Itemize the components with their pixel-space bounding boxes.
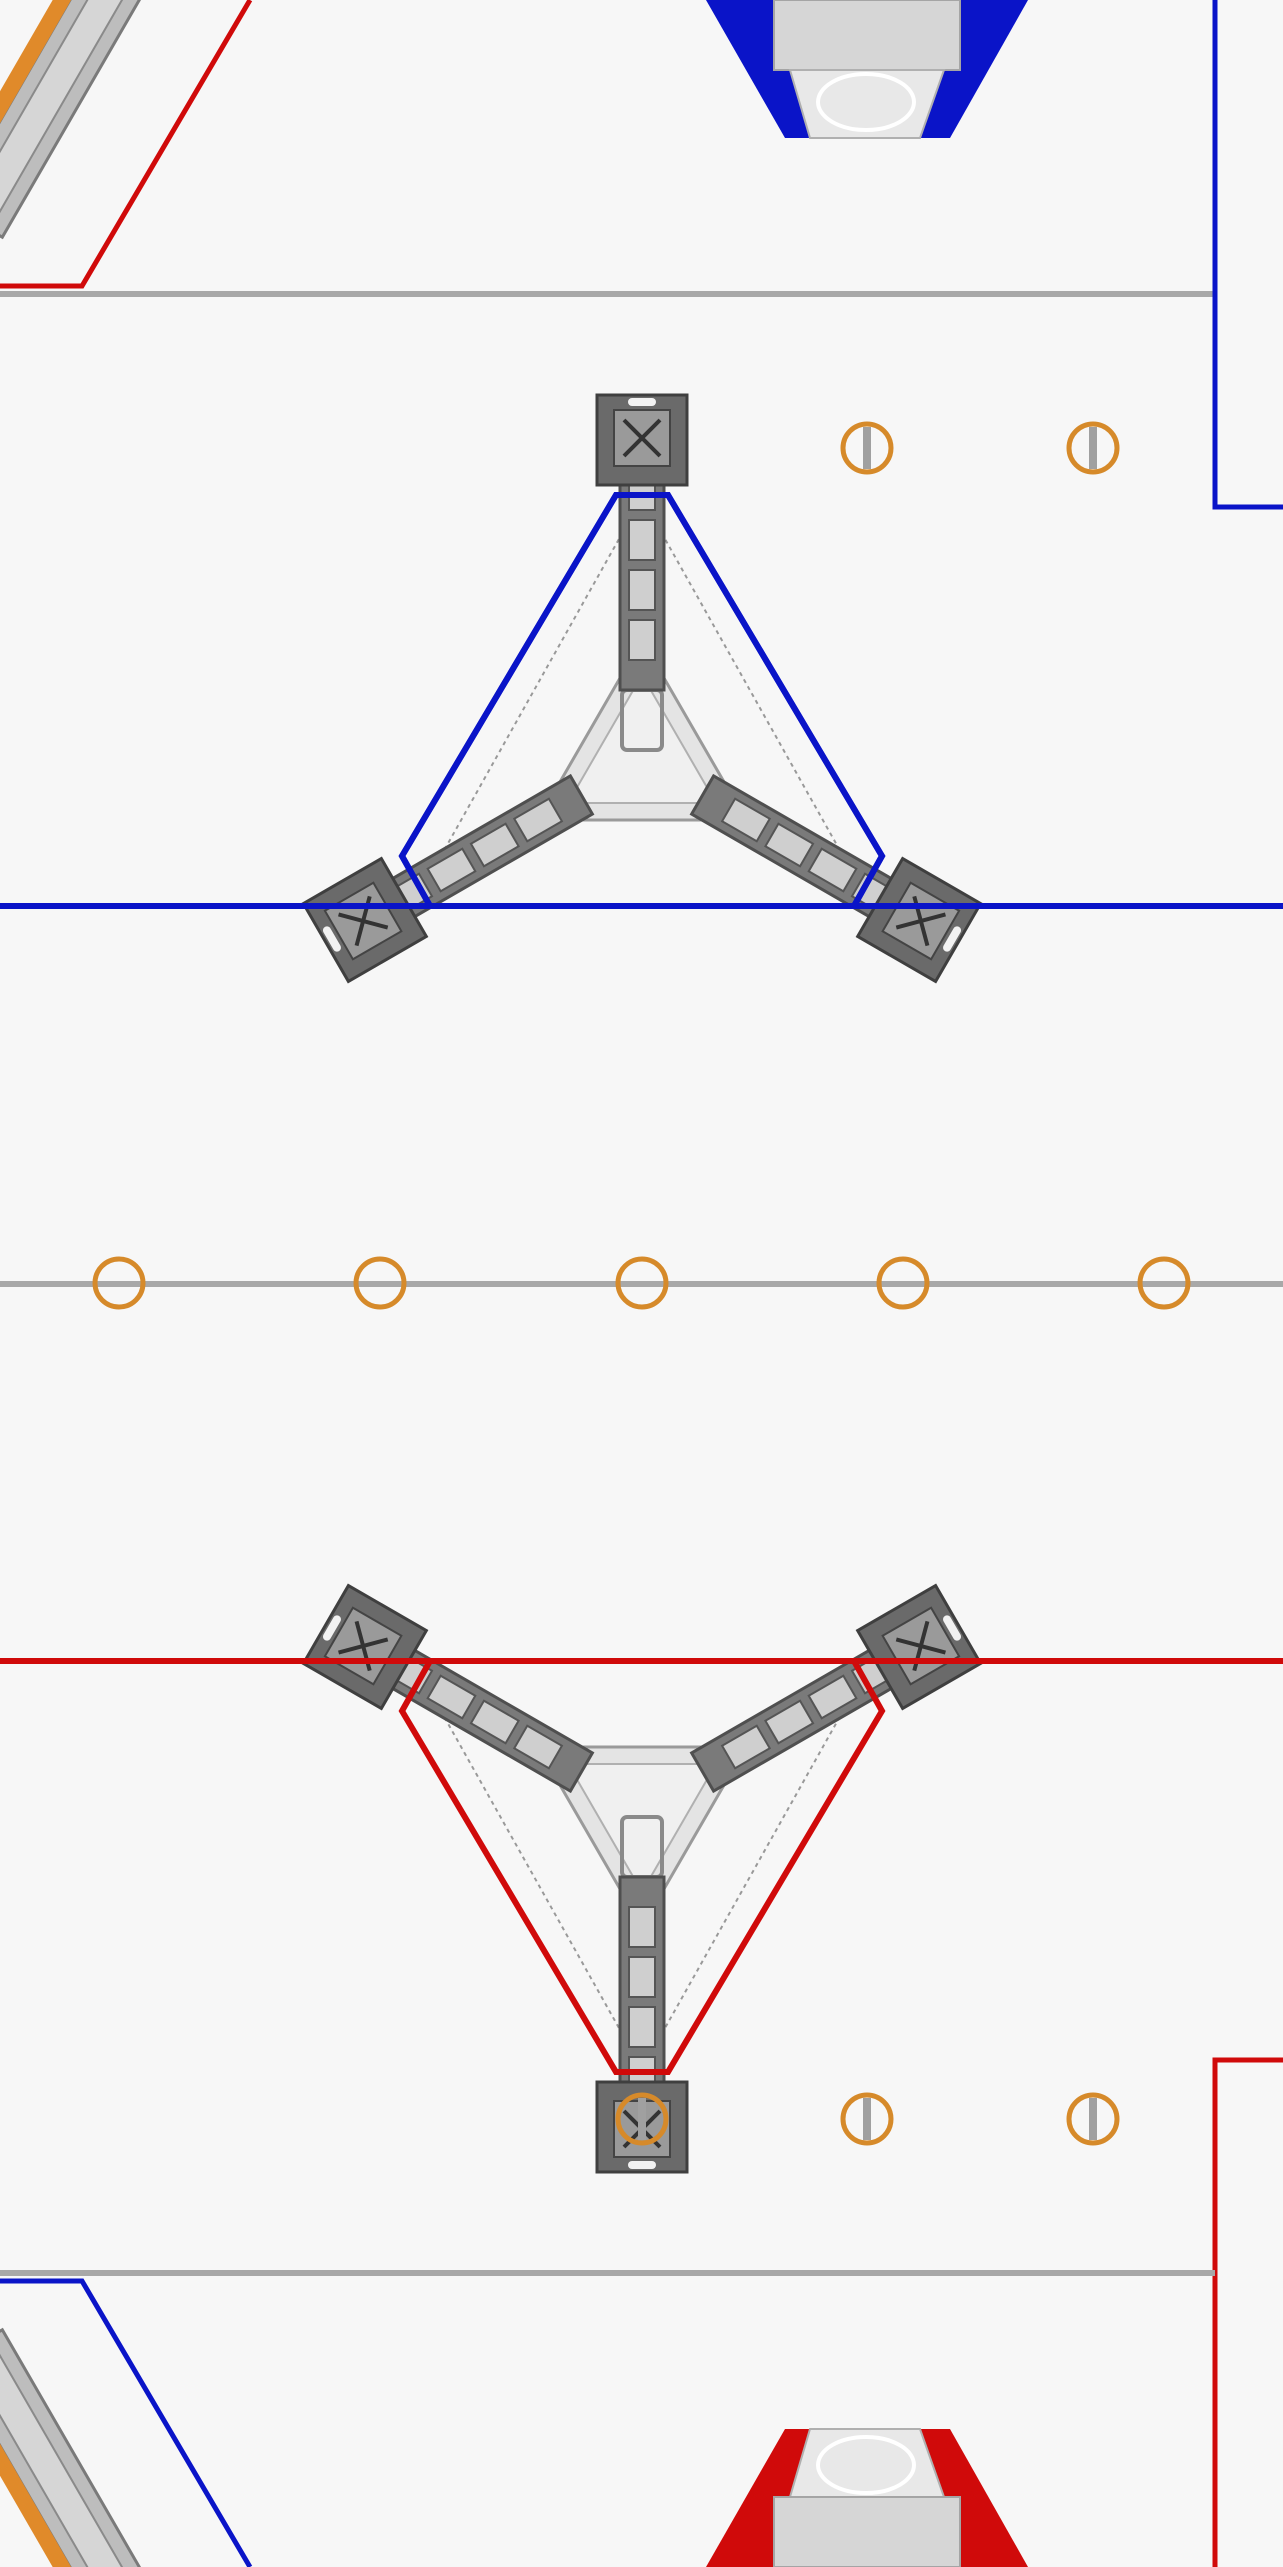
bottom-left-rail xyxy=(0,2327,175,2567)
lower-tripod-structure xyxy=(301,1583,983,2174)
lower-red-zone-triangle xyxy=(398,1658,886,2075)
bottom-goal-red xyxy=(706,2428,1028,2567)
top-left-rail xyxy=(0,0,175,240)
top-left-red-zone-line xyxy=(0,0,253,289)
upper-tripod-structure xyxy=(301,393,983,984)
top-right-blue-zone-line xyxy=(1212,0,1283,510)
upper-blue-zone-triangle xyxy=(398,492,886,909)
bottom-left-blue-zone-line xyxy=(0,2278,253,2567)
top-goal-blue xyxy=(706,0,1028,139)
bottom-right-red-zone-line xyxy=(1212,2057,1283,2567)
